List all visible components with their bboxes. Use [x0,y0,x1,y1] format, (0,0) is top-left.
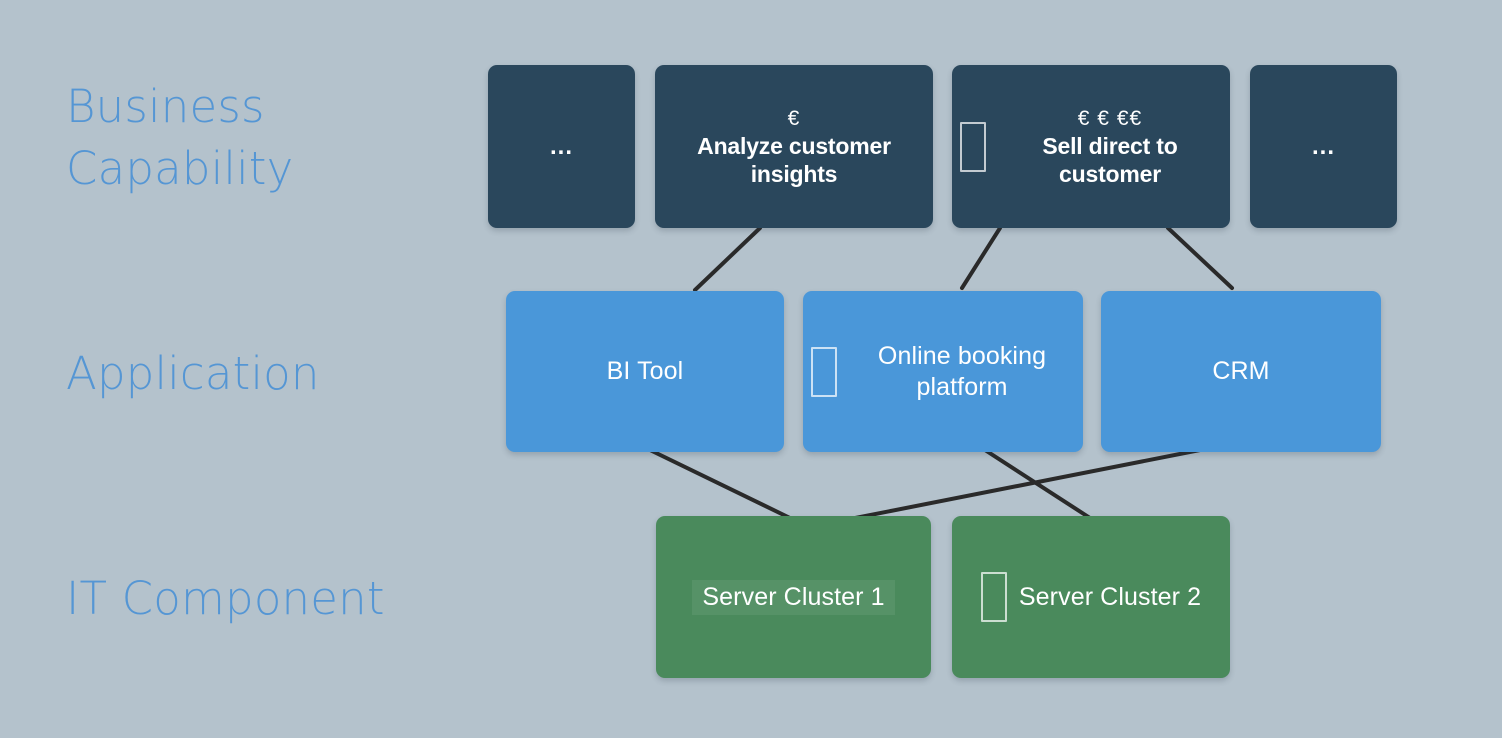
edge-online-booking-to-server-2 [983,448,1092,520]
business-capability-node-sell-direct-to-customer[interactable]: € € €€ Sell direct to customer [952,65,1230,228]
it-component-node-server-cluster-2[interactable]: Server Cluster 2 [952,516,1230,678]
application-node-bi-tool[interactable]: BI Tool [506,291,784,452]
edge-crm-to-server-1 [843,448,1202,522]
business-capability-node-ellipsis-left[interactable]: ... [488,65,635,228]
business-capability-node-analyze-customer-insights[interactable]: € Analyze customer insights [655,65,933,228]
node-label: ... [549,132,573,160]
node-label: Sell direct to customer [1042,132,1178,187]
missing-glyph-box-icon [960,121,986,172]
node-label: CRM [1212,357,1270,385]
application-node-crm[interactable]: CRM [1101,291,1381,452]
edge-sell-to-online-booking [960,226,1002,290]
row-label-it-component: IT Component [66,572,385,625]
it-component-node-server-cluster-1[interactable]: Server Cluster 1 [656,516,931,678]
node-label: Server Cluster 2 [1018,582,1202,611]
node-label: Server Cluster 1 [692,579,895,615]
node-label: Analyze customer insights [697,132,891,187]
node-label: Online booking platform [877,341,1047,401]
application-node-online-booking-platform[interactable]: Online booking platform [803,291,1083,452]
edge-bi-tool-to-server-1 [648,448,792,520]
row-label-application: Application [66,347,320,400]
euro-cost-indicator: € € €€ [1077,106,1143,130]
edge-analyze-to-bi-tool [693,226,762,292]
node-label: BI Tool [606,357,684,385]
missing-glyph-box-icon [980,572,1007,622]
row-label-business-capability: Business Capability [66,80,294,195]
edge-sell-to-crm [1166,226,1234,290]
missing-glyph-box-icon [811,346,837,397]
business-capability-node-ellipsis-right[interactable]: ... [1250,65,1397,228]
euro-cost-indicator: € [787,106,801,130]
node-label: ... [1311,132,1335,160]
